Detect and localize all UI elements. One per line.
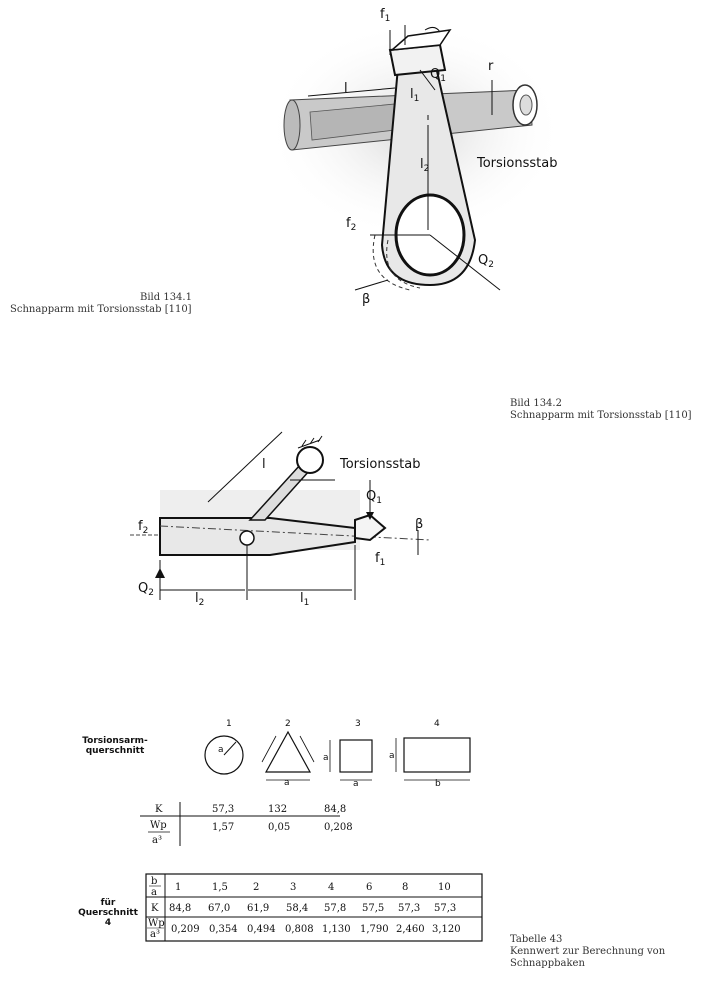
svg-text:57,3: 57,3 — [212, 804, 234, 815]
svg-text:3: 3 — [355, 719, 361, 729]
svg-text:0,05: 0,05 — [268, 822, 290, 833]
svg-text:1,130: 1,130 — [322, 924, 351, 935]
lower-table: b a 1 1,5 2 3 4 6 8 10 K 84,8 67,0 61,9 … — [145, 873, 483, 942]
figure-134-1-number: Bild 134.1 — [140, 292, 192, 303]
label-f2: f2 — [138, 519, 148, 536]
svg-text:a: a — [284, 778, 290, 788]
label-f1: f1 — [375, 551, 385, 568]
svg-text:0,354: 0,354 — [209, 924, 238, 935]
shape-2-triangle: 2 a — [261, 719, 315, 788]
svg-text:0,494: 0,494 — [247, 924, 276, 935]
shape-1-circle: 1 a — [204, 719, 244, 775]
svg-text:4: 4 — [328, 882, 334, 893]
svg-text:2,460: 2,460 — [396, 924, 425, 935]
cross-section-shapes: 1 a 2 a 3 a a 4 a b — [204, 719, 471, 789]
svg-text:57,3: 57,3 — [434, 903, 456, 914]
figure-134-2-text: Schnapparm mit Torsionsstab [110] — [510, 410, 692, 421]
svg-text:2: 2 — [253, 882, 259, 893]
svg-text:0,208: 0,208 — [324, 822, 353, 833]
svg-text:57,3: 57,3 — [398, 903, 420, 914]
figure-134-1-caption: Bild 134.1 Schnapparm mit Torsionsstab [… — [10, 292, 192, 316]
figure-134-2-number: Bild 134.2 — [510, 398, 562, 409]
label-q2: Q2 — [478, 253, 494, 270]
svg-text:a: a — [353, 779, 359, 789]
svg-text:8: 8 — [402, 882, 408, 893]
row-wp: Wp a³ 0,209 0,354 0,494 0,808 1,130 1,79… — [147, 918, 461, 940]
upper-table: K 57,3 132 84,8 Wp a³ 1,57 0,05 0,208 — [140, 802, 353, 846]
svg-text:84,8: 84,8 — [169, 903, 191, 914]
label-q1: Q1 — [430, 67, 446, 84]
svg-text:1,5: 1,5 — [212, 882, 228, 893]
row-k: K 57,3 132 84,8 — [155, 804, 346, 815]
label-l: l — [344, 81, 348, 96]
label-q2: Q2 — [138, 581, 154, 598]
side-label-for-section-4: für Querschnitt 4 — [78, 898, 138, 928]
svg-text:b: b — [151, 876, 157, 887]
label-q1: Q1 — [366, 489, 382, 506]
svg-text:a: a — [389, 751, 395, 761]
svg-text:3: 3 — [290, 882, 296, 893]
svg-text:a³: a³ — [152, 835, 162, 846]
svg-text:a³: a³ — [150, 929, 160, 940]
svg-text:0,209: 0,209 — [171, 924, 200, 935]
row-k: K 84,8 67,0 61,9 58,4 57,8 57,5 57,3 57,… — [151, 903, 456, 914]
svg-text:2: 2 — [285, 719, 291, 729]
svg-text:61,9: 61,9 — [247, 903, 269, 914]
dimension-lines — [307, 25, 501, 291]
row-b-over-a: b a 1 1,5 2 3 4 6 8 10 — [149, 876, 451, 898]
label-l2: l2 — [420, 157, 429, 174]
figure-134-2-caption: Bild 134.2 Schnapparm mit Torsionsstab [… — [510, 398, 692, 422]
svg-text:Wp: Wp — [148, 918, 165, 929]
load-arrow — [366, 512, 374, 520]
svg-text:58,4: 58,4 — [286, 903, 308, 914]
row-wp: Wp a³ 1,57 0,05 0,208 — [148, 820, 353, 846]
svg-text:10: 10 — [438, 882, 451, 893]
svg-text:57,5: 57,5 — [362, 903, 384, 914]
svg-text:57,8: 57,8 — [324, 903, 346, 914]
label-l1: l1 — [300, 591, 309, 608]
torsion-rod — [248, 435, 324, 521]
svg-text:K: K — [151, 903, 159, 914]
support-triangle — [155, 568, 165, 578]
label-torsionsstab: Torsionsstab — [339, 457, 420, 472]
figure-134-1: f1 Q1 l1 l r l2 Torsionsstab f2 Q2 β — [270, 7, 560, 307]
cross-section-label: Torsionsarm- querschnitt — [82, 736, 148, 756]
svg-text:3,120: 3,120 — [432, 924, 461, 935]
svg-text:132: 132 — [268, 804, 287, 815]
label-r: r — [488, 59, 494, 74]
svg-text:0,808: 0,808 — [285, 924, 314, 935]
svg-text:1,57: 1,57 — [212, 822, 234, 833]
svg-text:b: b — [435, 779, 441, 789]
svg-text:1,790: 1,790 — [360, 924, 389, 935]
svg-text:Wp: Wp — [150, 820, 167, 831]
svg-text:K: K — [155, 804, 163, 815]
svg-text:4: 4 — [434, 719, 440, 729]
svg-text:67,0: 67,0 — [208, 903, 230, 914]
snap-arm — [130, 513, 431, 556]
svg-text:a: a — [151, 887, 157, 898]
dimension-lines — [159, 431, 419, 600]
svg-text:6: 6 — [366, 882, 372, 893]
label-torsionsstab: Torsionsstab — [476, 156, 557, 171]
svg-text:1: 1 — [175, 882, 181, 893]
table-43-caption: Tabelle 43 Kennwert zur Berechnung von S… — [510, 934, 665, 970]
table-43-line2: Schnappbaken — [510, 958, 585, 969]
figure-134-2: l Torsionsstab Q1 f2 β f1 Q2 l2 l1 — [130, 431, 431, 608]
label-beta: β — [362, 292, 370, 307]
label-l2: l2 — [195, 591, 204, 608]
table-43-line1: Kennwert zur Berechnung von — [510, 946, 666, 957]
label-beta: β — [415, 517, 423, 532]
shape-3-square: 3 a a — [323, 719, 373, 789]
shape-4-rectangle: 4 a b — [389, 719, 471, 789]
label-f2: f2 — [346, 216, 356, 233]
svg-text:a: a — [218, 745, 224, 755]
svg-text:1: 1 — [226, 719, 232, 729]
table-43-number: Tabelle 43 — [510, 934, 563, 945]
label-f1: f1 — [380, 7, 390, 24]
svg-text:84,8: 84,8 — [324, 804, 346, 815]
label-l: l — [262, 457, 266, 472]
label-l1: l1 — [410, 87, 419, 104]
svg-text:a: a — [323, 753, 329, 763]
figure-134-1-text: Schnapparm mit Torsionsstab [110] — [10, 304, 192, 315]
